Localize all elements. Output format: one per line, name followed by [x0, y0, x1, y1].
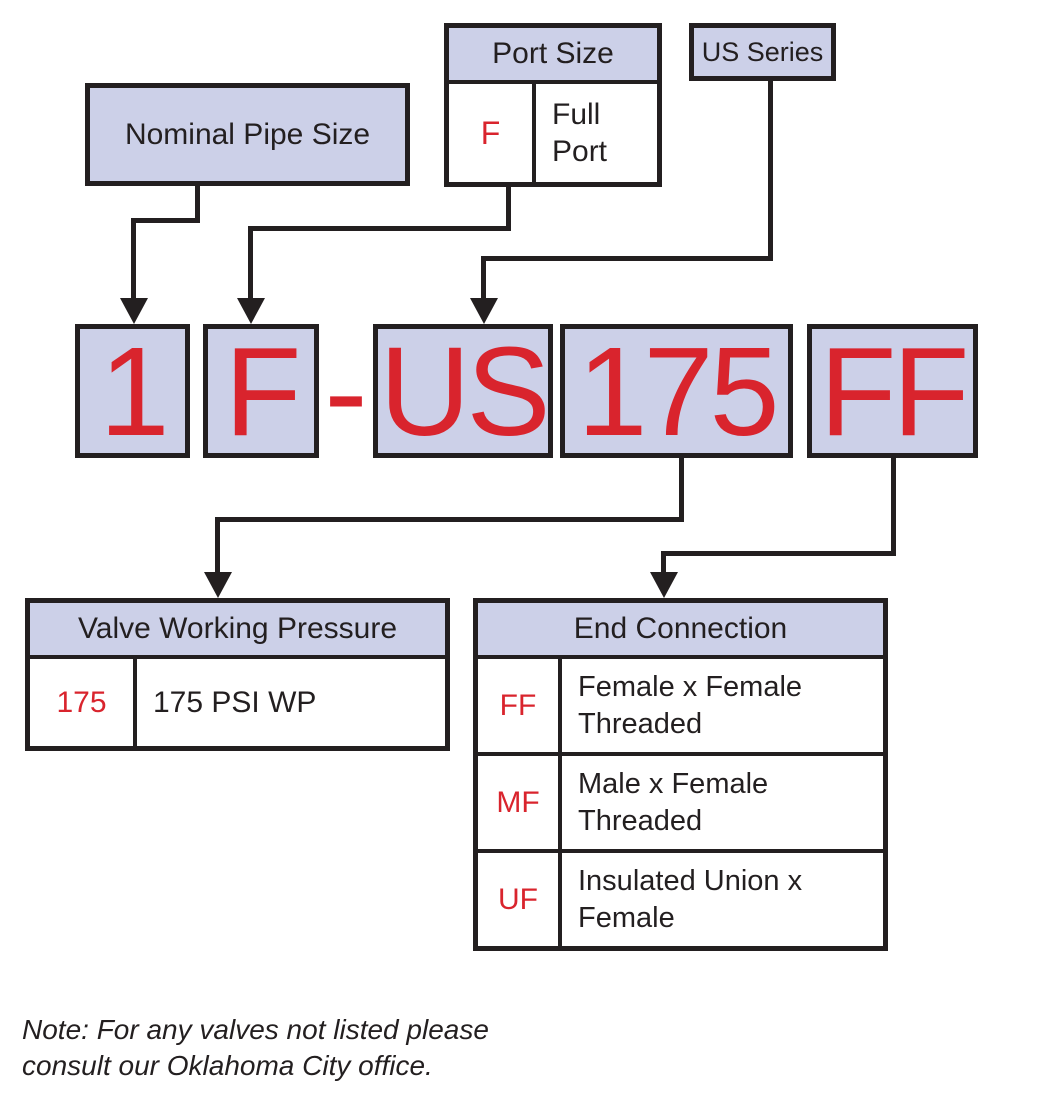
connector-port-horizontal [248, 226, 511, 231]
valve-working-pressure-row: 175 175 PSI WP [30, 659, 445, 746]
ec-ff-desc-cell: Female x Female Threaded [562, 659, 883, 752]
end-connection-header: End Connection [478, 603, 883, 659]
end-connection-row-uf: UF Insulated Union x Female [478, 849, 883, 946]
connector-us-horizontal [481, 256, 773, 261]
connector-us-drop [768, 79, 773, 261]
connector-nps-horizontal [131, 218, 200, 223]
vwp-description: 175 PSI WP [153, 686, 317, 719]
footer-note: Note: For any valves not listed please c… [22, 1014, 489, 1081]
connector-end-drop [891, 455, 896, 556]
nominal-pipe-size-label: Nominal Pipe Size [124, 117, 371, 151]
separator-dash: - [324, 318, 368, 464]
valve-working-pressure-table: Valve Working Pressure 175 175 PSI WP [25, 598, 450, 751]
port-size-code: F [480, 114, 501, 151]
segment-box-nominal-size: 1 [75, 321, 190, 462]
port-size-desc-cell: Full Port [536, 84, 657, 182]
connector-port-vertical [248, 226, 253, 300]
ec-uf-description: Insulated Union x Female [578, 864, 803, 934]
port-size-title: Port Size [492, 37, 614, 70]
connector-nps-vertical [131, 218, 136, 300]
end-connection-table: End Connection FF Female x Female Thread… [473, 598, 888, 951]
port-size-header: Port Size [449, 28, 657, 84]
ec-ff-description: Female x Female Threaded [578, 670, 803, 740]
connector-pressure-horizontal [215, 517, 684, 522]
ec-uf-code: UF [498, 882, 538, 916]
segment-series: US [379, 320, 550, 462]
end-connection-row-ff: FF Female x Female Threaded [478, 659, 883, 752]
segment-box-series: US [373, 321, 553, 462]
valve-working-pressure-header: Valve Working Pressure [30, 603, 445, 659]
segment-box-port: F [203, 321, 319, 462]
ec-ff-code: FF [499, 688, 537, 722]
arrowhead-end [650, 572, 678, 598]
connector-end-horizontal [661, 551, 896, 556]
nominal-pipe-size-box: Nominal Pipe Size [85, 83, 410, 186]
segment-end-connection: FF [819, 320, 970, 462]
connector-end-vertical [661, 551, 666, 574]
vwp-code-cell: 175 [30, 659, 137, 746]
ec-mf-code-cell: MF [478, 756, 562, 849]
connector-nps-drop [195, 181, 200, 223]
arrowhead-nps [120, 298, 148, 324]
valve-working-pressure-title: Valve Working Pressure [77, 612, 397, 645]
connector-pressure-drop [679, 455, 684, 522]
vwp-code: 175 [56, 685, 107, 719]
vwp-desc-cell: 175 PSI WP [137, 659, 445, 746]
connector-port-drop [506, 185, 511, 231]
ec-mf-desc-cell: Male x Female Threaded [562, 756, 883, 849]
arrowhead-pressure [204, 572, 232, 598]
segment-box-end-connection: FF [807, 321, 978, 462]
port-size-description: Full Port [552, 98, 608, 168]
ec-ff-code-cell: FF [478, 659, 562, 752]
port-size-code-cell: F [449, 84, 536, 182]
port-size-table: Port Size F Full Port [444, 23, 662, 187]
segment-box-pressure: 175 [560, 321, 793, 462]
port-size-row: F Full Port [449, 84, 657, 182]
segment-pressure: 175 [577, 320, 779, 462]
end-connection-title: End Connection [573, 612, 788, 645]
ec-uf-desc-cell: Insulated Union x Female [562, 853, 883, 946]
us-series-box: US Series [689, 23, 836, 81]
segment-port: F [224, 320, 302, 462]
ec-mf-code: MF [496, 785, 540, 819]
connector-us-vertical [481, 256, 486, 300]
arrowhead-us [470, 298, 498, 324]
us-series-label: US Series [701, 36, 824, 67]
connector-pressure-vertical [215, 517, 220, 574]
segment-nominal-size: 1 [99, 320, 169, 462]
arrowhead-port [237, 298, 265, 324]
ec-uf-code-cell: UF [478, 853, 562, 946]
end-connection-row-mf: MF Male x Female Threaded [478, 752, 883, 849]
segment-separator: - [319, 318, 373, 464]
ec-mf-description: Male x Female Threaded [578, 767, 769, 837]
